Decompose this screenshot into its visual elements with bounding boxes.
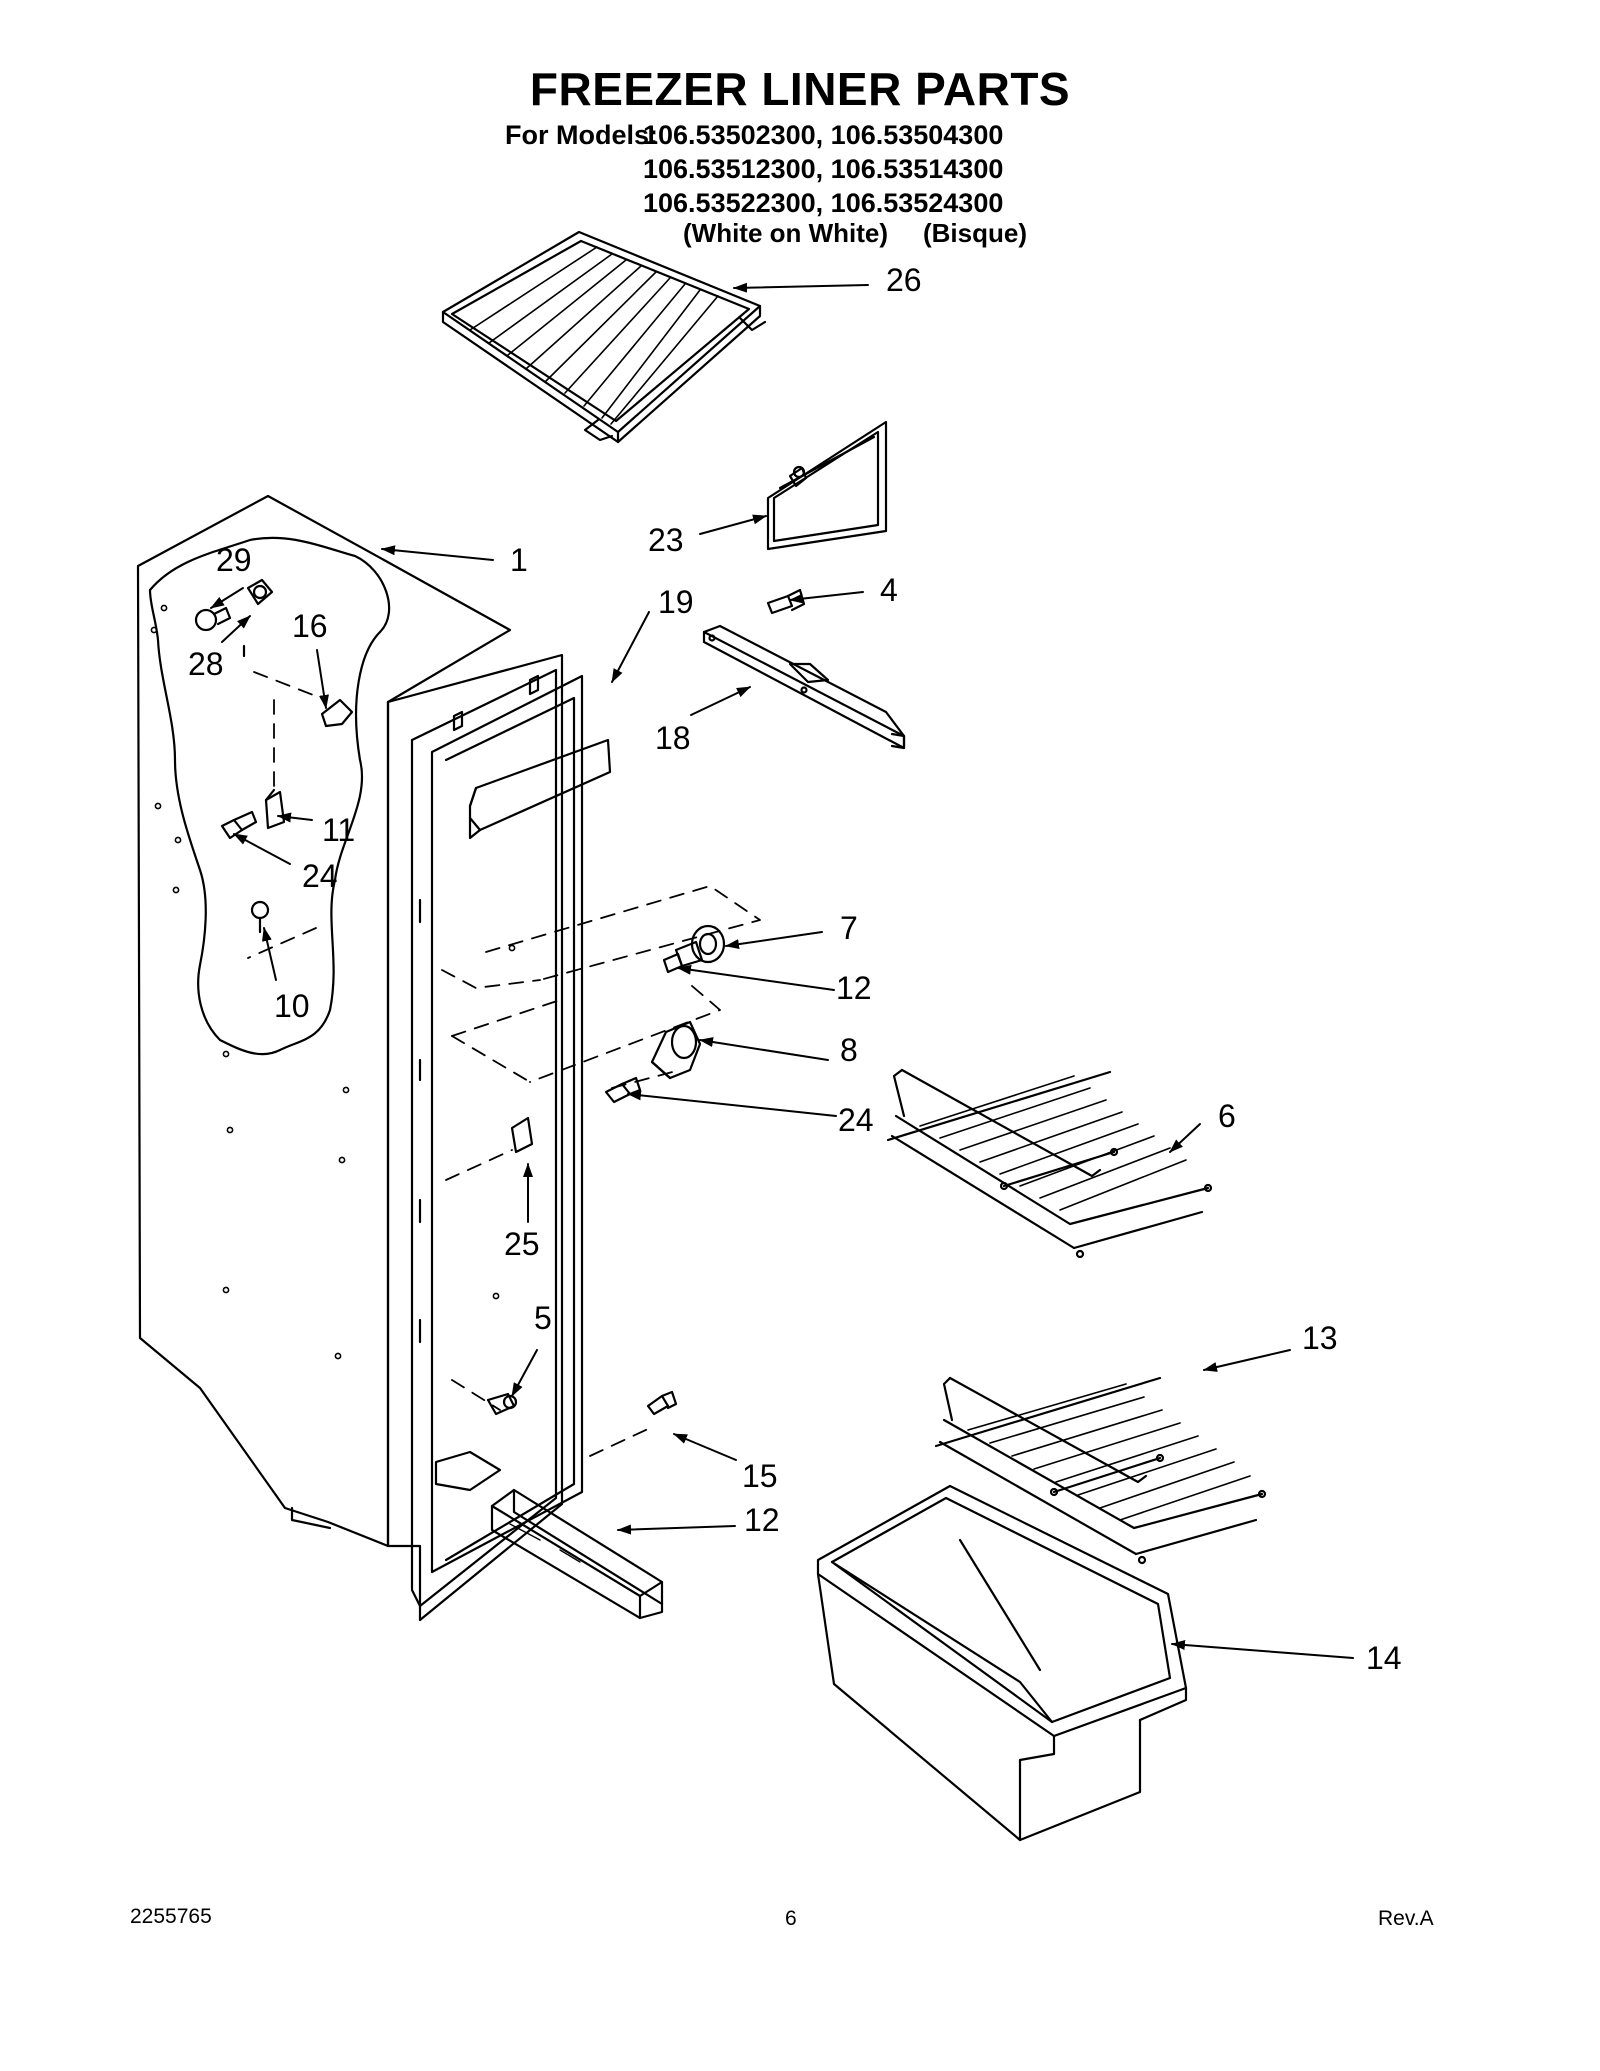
callout-24-lower: 24 xyxy=(838,1102,874,1138)
bulb-28 xyxy=(194,606,232,632)
wire-shelf-6 xyxy=(886,1068,1213,1259)
screw-10 xyxy=(250,900,270,934)
callout-6: 6 xyxy=(1218,1098,1236,1134)
callout-11: 11 xyxy=(322,812,356,848)
screw-4 xyxy=(766,588,806,615)
screw-24-upper xyxy=(220,810,258,840)
page-title: FREEZER LINER PARTS xyxy=(529,63,1071,115)
bracket-11 xyxy=(264,788,286,830)
model-line-3: 106.53522300, 106.53524300 xyxy=(643,188,1004,218)
callout-arrows xyxy=(210,282,1354,1659)
models-label: For Models: xyxy=(505,120,658,150)
dashed-guides xyxy=(247,671,761,1457)
bulb-socket-29 xyxy=(246,578,274,606)
clip-17 xyxy=(242,644,354,728)
callout-14: 13 xyxy=(1302,1320,1338,1356)
freezer-liner-1 xyxy=(136,494,584,1622)
variant-bisque: (Bisque) xyxy=(923,218,1027,248)
page-number: 6 xyxy=(785,1907,797,1930)
model-line-1: 106.53502300, 106.53504300 xyxy=(643,120,1004,150)
shelf-grille-26 xyxy=(441,230,767,444)
rail-18 xyxy=(702,624,906,750)
callout-25: 25 xyxy=(504,1226,540,1262)
wire-shelf-14 xyxy=(934,1376,1267,1565)
variant-white: (White on White) xyxy=(683,218,889,248)
screw-5 xyxy=(486,1392,518,1416)
revision: Rev.A xyxy=(1378,1907,1434,1930)
screw-12 xyxy=(662,952,684,974)
callout-12: 12 xyxy=(836,970,872,1006)
callout-29: 29 xyxy=(216,542,252,578)
screw-16 xyxy=(646,1390,678,1416)
callout-8: 8 xyxy=(840,1032,858,1068)
support-7 xyxy=(674,924,726,968)
callout-24-upper: 24 xyxy=(302,858,338,894)
bracket-25 xyxy=(510,1116,534,1154)
callout-15: 14 xyxy=(1366,1640,1402,1676)
callout-16: 15 xyxy=(742,1458,778,1494)
callout-19: 19 xyxy=(658,584,694,620)
trim-13 xyxy=(490,1488,664,1620)
support-8 xyxy=(650,1020,702,1080)
callout-18: 18 xyxy=(655,720,691,756)
deflector-19 xyxy=(468,738,612,840)
bin-15 xyxy=(816,1484,1188,1842)
callout-7: 7 xyxy=(840,910,858,946)
panel-23 xyxy=(766,420,888,551)
model-line-2: 106.53512300, 106.53514300 xyxy=(643,154,1004,184)
callout-4: 4 xyxy=(880,572,898,608)
callout-17: 16 xyxy=(292,608,328,644)
document-number: 2255765 xyxy=(130,1905,212,1928)
callout-1: 1 xyxy=(510,542,528,578)
callout-28: 28 xyxy=(188,646,224,682)
callout-26: 26 xyxy=(886,262,922,298)
callout-10: 10 xyxy=(274,988,310,1024)
callout-23: 23 xyxy=(648,522,684,558)
callout-5: 5 xyxy=(534,1300,552,1336)
callout-13: 12 xyxy=(744,1502,780,1538)
